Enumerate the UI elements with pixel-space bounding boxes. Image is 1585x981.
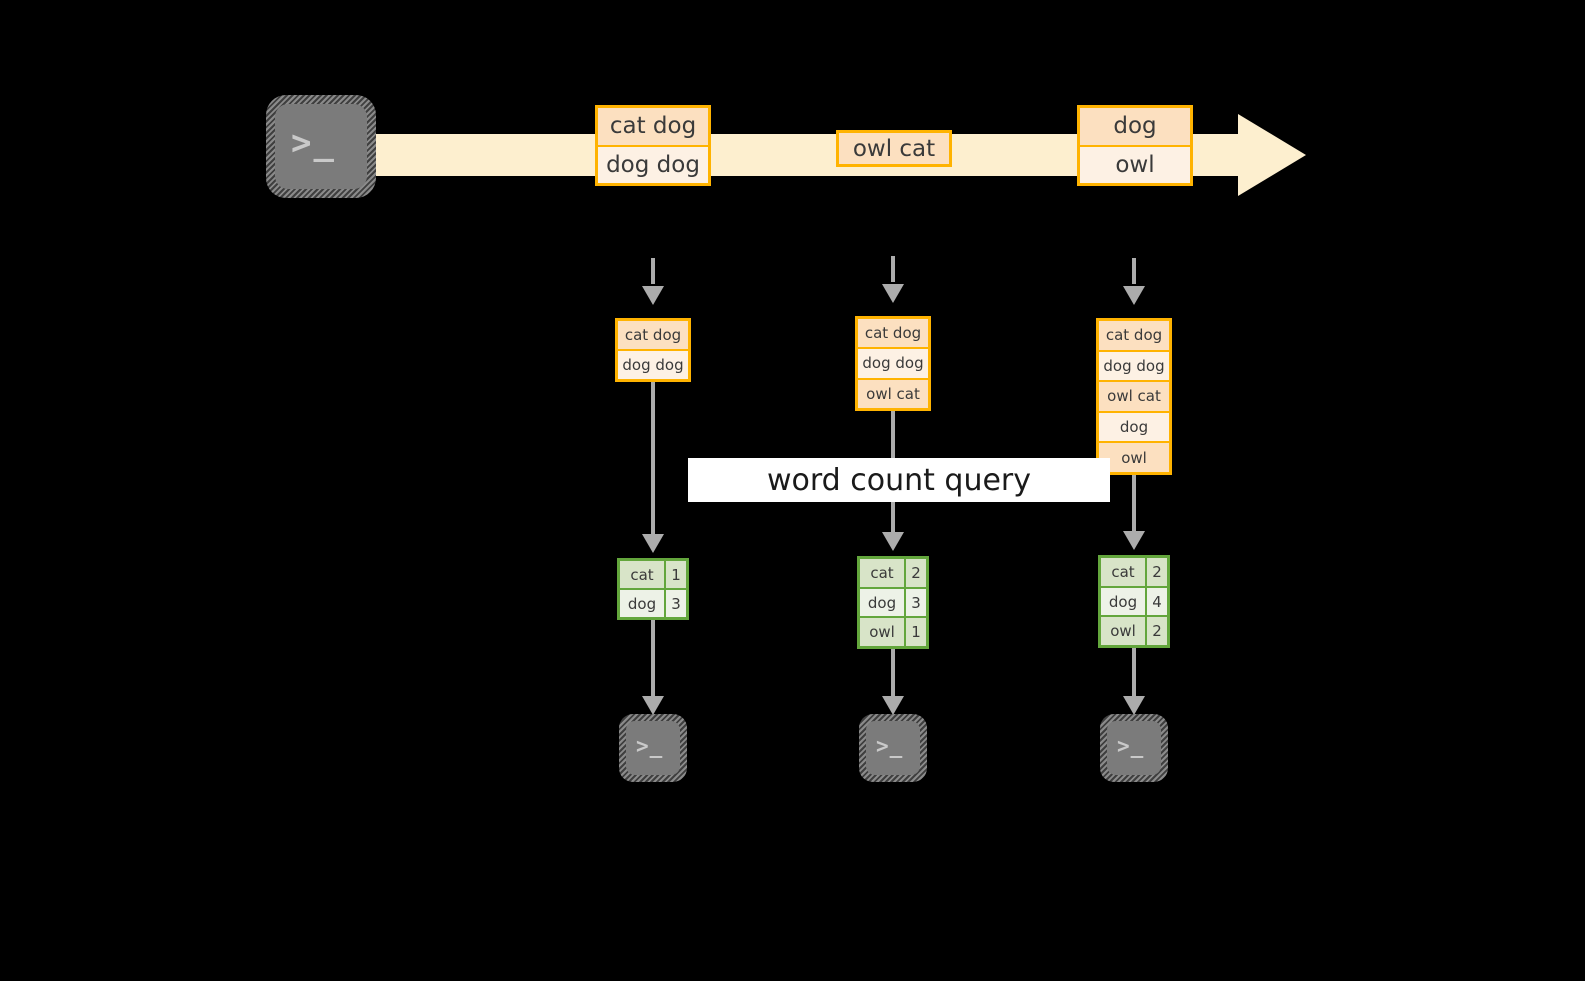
trigger-2-query-arrowhead-icon bbox=[882, 532, 904, 551]
result-key: cat bbox=[620, 561, 666, 588]
input-record[interactable]: cat dog bbox=[1099, 321, 1169, 352]
input-record[interactable]: cat dog bbox=[858, 319, 928, 350]
stream-record[interactable]: owl bbox=[1080, 146, 1190, 183]
result-value: 3 bbox=[666, 590, 686, 617]
result-key: dog bbox=[620, 590, 666, 617]
trigger-3-sink-arrowhead-icon bbox=[1123, 696, 1145, 715]
input-record[interactable]: owl bbox=[1099, 443, 1169, 472]
result-row[interactable]: cat 2 bbox=[1101, 558, 1167, 588]
result-value: 4 bbox=[1147, 587, 1167, 616]
source-terminal-screen: >_ bbox=[275, 104, 367, 189]
result-row[interactable]: dog 3 bbox=[860, 588, 926, 619]
input-record[interactable]: dog dog bbox=[1099, 351, 1169, 383]
source-terminal-prompt-glyph: >_ bbox=[291, 123, 336, 163]
stream-batch-2[interactable]: owl cat bbox=[836, 130, 952, 167]
trigger-2-result-table[interactable]: cat 2 dog 3 owl 1 bbox=[857, 556, 929, 649]
input-record[interactable]: owl cat bbox=[858, 379, 928, 408]
result-key: cat bbox=[860, 559, 906, 587]
trigger-2-dashed-connector bbox=[891, 256, 895, 282]
stream-record[interactable]: dog bbox=[1080, 108, 1190, 147]
trigger-1-dashed-arrowhead-icon bbox=[642, 286, 664, 305]
trigger-1-query-connector bbox=[651, 382, 655, 534]
trigger-1-input-table[interactable]: cat dog dog dog bbox=[615, 318, 691, 382]
result-key: owl bbox=[1101, 617, 1147, 646]
stream-record[interactable]: owl cat bbox=[839, 133, 949, 164]
source-terminal-icon[interactable]: >_ bbox=[266, 95, 376, 198]
trigger-1-result-table[interactable]: cat 1 dog 3 bbox=[617, 558, 689, 620]
sink-terminal-screen: >_ bbox=[626, 721, 680, 775]
trigger-1-dashed-connector bbox=[651, 258, 655, 284]
trigger-3-dashed-connector bbox=[1132, 258, 1136, 284]
result-key: cat bbox=[1101, 558, 1147, 586]
result-value: 2 bbox=[906, 559, 926, 587]
trigger-1-sink-arrowhead-icon bbox=[642, 696, 664, 715]
result-row[interactable]: cat 1 bbox=[620, 561, 686, 590]
result-key: owl bbox=[860, 618, 906, 647]
result-row[interactable]: cat 2 bbox=[860, 559, 926, 589]
stream-record[interactable]: dog dog bbox=[598, 146, 708, 183]
trigger-2-sink-connector bbox=[891, 649, 895, 696]
result-row[interactable]: dog 4 bbox=[1101, 587, 1167, 618]
result-value: 2 bbox=[1147, 617, 1167, 646]
result-key: dog bbox=[1101, 587, 1147, 616]
trigger-3-sink-connector bbox=[1132, 648, 1136, 696]
trigger-3-query-arrowhead-icon bbox=[1123, 531, 1145, 550]
trigger-2-sink-terminal-icon[interactable]: >_ bbox=[859, 714, 927, 782]
trigger-3-result-table[interactable]: cat 2 dog 4 owl 2 bbox=[1098, 555, 1170, 648]
trigger-2-sink-arrowhead-icon bbox=[882, 696, 904, 715]
result-key: dog bbox=[860, 588, 906, 617]
trigger-1-query-arrowhead-icon bbox=[642, 534, 664, 553]
trigger-1-sink-connector bbox=[651, 620, 655, 696]
sink-terminal-screen: >_ bbox=[866, 721, 920, 775]
input-record[interactable]: cat dog bbox=[618, 321, 688, 351]
result-value: 1 bbox=[906, 618, 926, 647]
trigger-1-sink-terminal-icon[interactable]: >_ bbox=[619, 714, 687, 782]
sink-terminal-prompt-glyph: >_ bbox=[1117, 734, 1145, 758]
sink-terminal-prompt-glyph: >_ bbox=[636, 734, 664, 758]
sink-terminal-prompt-glyph: >_ bbox=[876, 734, 904, 758]
trigger-3-input-table[interactable]: cat dog dog dog owl cat dog owl bbox=[1096, 318, 1172, 475]
trigger-3-query-connector bbox=[1132, 475, 1136, 531]
result-row[interactable]: owl 2 bbox=[1101, 617, 1167, 646]
result-row[interactable]: dog 3 bbox=[620, 590, 686, 617]
result-value: 2 bbox=[1147, 558, 1167, 586]
trigger-3-sink-terminal-icon[interactable]: >_ bbox=[1100, 714, 1168, 782]
stream-batch-1[interactable]: cat dog dog dog bbox=[595, 105, 711, 186]
input-record[interactable]: dog dog bbox=[618, 351, 688, 379]
trigger-3-dashed-arrowhead-icon bbox=[1123, 286, 1145, 305]
query-label-text: word count query bbox=[766, 462, 1032, 498]
stream-batch-3[interactable]: dog owl bbox=[1077, 105, 1193, 186]
input-record[interactable]: owl cat bbox=[1099, 382, 1169, 413]
input-record[interactable]: dog dog bbox=[858, 349, 928, 380]
trigger-2-dashed-arrowhead-icon bbox=[882, 284, 904, 303]
stream-arrowhead-icon bbox=[1238, 114, 1306, 196]
stream-record[interactable]: cat dog bbox=[598, 108, 708, 147]
result-value: 1 bbox=[666, 561, 686, 588]
result-row[interactable]: owl 1 bbox=[860, 618, 926, 647]
sink-terminal-screen: >_ bbox=[1107, 721, 1161, 775]
trigger-2-input-table[interactable]: cat dog dog dog owl cat bbox=[855, 316, 931, 411]
result-value: 3 bbox=[906, 588, 926, 617]
query-label-band: word count query bbox=[688, 458, 1110, 502]
input-record[interactable]: dog bbox=[1099, 412, 1169, 444]
